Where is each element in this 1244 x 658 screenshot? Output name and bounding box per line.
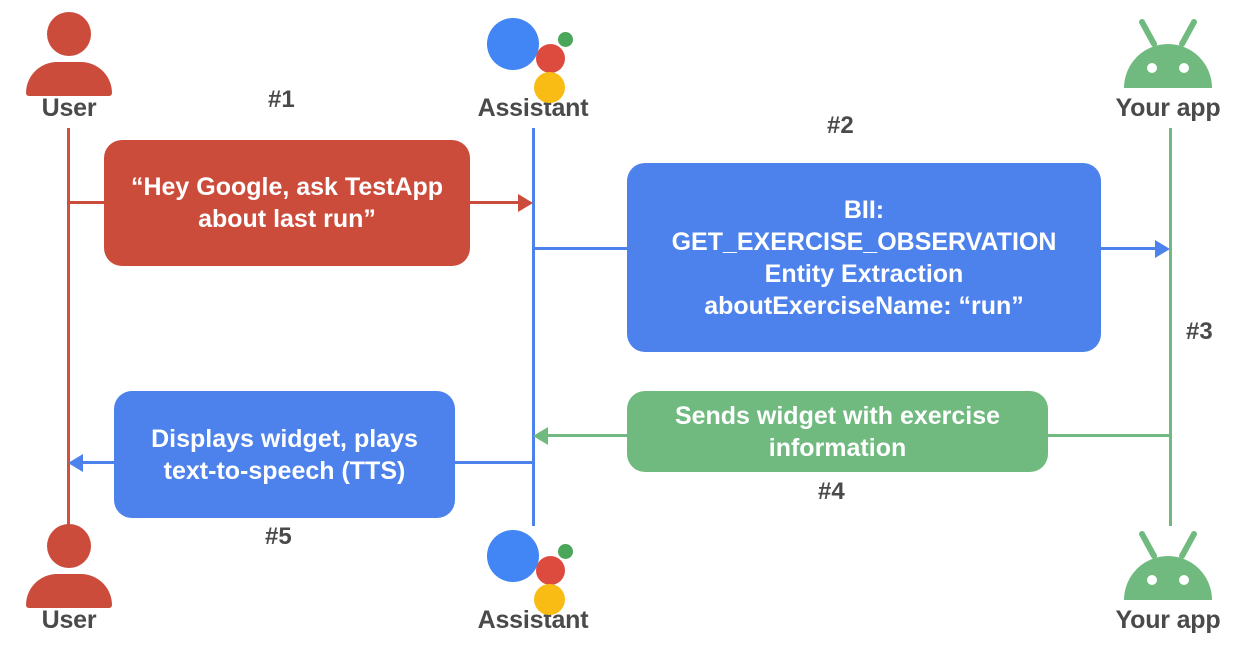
person-icon-head <box>47 524 91 568</box>
step-number-3: #3 <box>1186 318 1213 345</box>
android-robot-icon-wrap-bottom <box>1088 522 1244 608</box>
arrowhead-step-3 <box>1155 240 1170 258</box>
assistant-dot-yellow <box>534 72 565 103</box>
person-icon-wrap <box>0 10 149 96</box>
actor-assistant-top: Assistant <box>453 10 613 121</box>
person-icon-body <box>26 574 112 608</box>
actor-user-bottom: User <box>0 522 149 633</box>
person-icon <box>26 12 112 96</box>
arrowhead-step-4 <box>533 427 548 445</box>
actor-label-your-app-bottom: Your app <box>1115 606 1221 634</box>
assistant-dot-red <box>536 556 565 585</box>
person-icon-head <box>47 12 91 56</box>
step-number-4: #4 <box>818 478 845 505</box>
actor-label-assistant-bottom: Assistant <box>477 606 589 634</box>
google-assistant-icon <box>487 12 579 103</box>
message-box-2-line-1: BII: <box>843 195 885 224</box>
android-robot-icon-wrap <box>1088 10 1244 96</box>
connector-box1-to-assistant <box>470 201 518 204</box>
assistant-dot-yellow <box>534 584 565 615</box>
lifeline-user <box>67 128 70 526</box>
message-box-2: BII: GET_EXERCISE_OBSERVATION Entity Ext… <box>627 163 1101 352</box>
connector-assistant-to-box2 <box>533 247 629 250</box>
step-number-5: #5 <box>265 523 292 550</box>
message-box-2-line-3: Entity Extraction <box>764 259 964 288</box>
actor-user-top: User <box>0 10 149 121</box>
message-box-4: Sends widget with exercise information <box>627 391 1048 472</box>
arrowhead-step-1 <box>518 194 533 212</box>
actor-label-assistant-top: Assistant <box>477 94 589 122</box>
connector-box2-to-your-app <box>1101 247 1155 250</box>
actor-label-user-bottom: User <box>41 606 97 634</box>
actor-assistant-bottom: Assistant <box>453 522 613 633</box>
actor-label-your-app-top: Your app <box>1115 94 1221 122</box>
message-box-2-line-4: aboutExerciseName: “run” <box>704 291 1024 320</box>
lifeline-your-app <box>1169 128 1172 526</box>
lifeline-assistant <box>532 128 535 526</box>
person-icon-wrap-bottom <box>0 522 149 608</box>
message-box-1: “Hey Google, ask TestApp about last run” <box>104 140 470 266</box>
actor-your-app-top: Your app <box>1088 10 1244 121</box>
google-assistant-icon-wrap <box>453 10 613 103</box>
connector-box5-to-user <box>83 461 115 464</box>
arrowhead-step-5 <box>68 454 83 472</box>
google-assistant-icon <box>487 524 579 615</box>
google-assistant-icon-wrap-bottom <box>453 522 613 615</box>
assistant-dot-green <box>558 544 573 559</box>
message-box-5: Displays widget, plays text-to-speech (T… <box>114 391 455 518</box>
connector-your-app-to-box4 <box>1048 434 1172 437</box>
android-robot-icon <box>1124 531 1212 600</box>
android-robot-icon <box>1124 19 1212 88</box>
connector-user-to-box1 <box>67 201 107 204</box>
person-icon-body <box>26 62 112 96</box>
assistant-dot-blue <box>487 530 539 582</box>
assistant-dot-green <box>558 32 573 47</box>
assistant-dot-red <box>536 44 565 73</box>
step-number-1: #1 <box>268 86 295 113</box>
actor-label-user-top: User <box>41 94 97 122</box>
connector-assistant-to-box5 <box>455 461 535 464</box>
person-icon <box>26 524 112 608</box>
connector-box4-to-assistant <box>548 434 628 437</box>
assistant-dot-blue <box>487 18 539 70</box>
message-box-2-line-2: GET_EXERCISE_OBSERVATION <box>671 227 1057 256</box>
actor-your-app-bottom: Your app <box>1088 522 1244 633</box>
step-number-2: #2 <box>827 112 854 139</box>
